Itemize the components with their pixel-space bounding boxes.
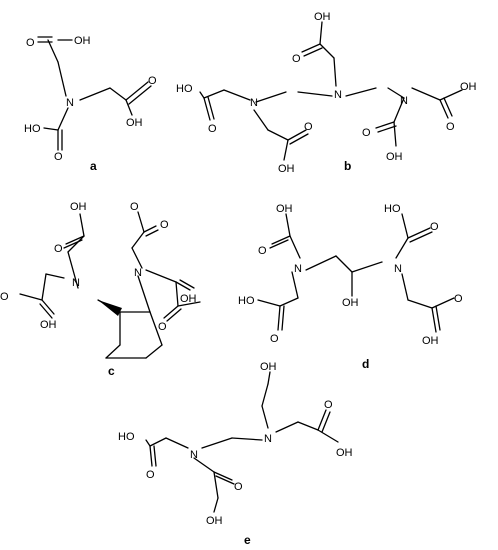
atom-o: O xyxy=(146,469,155,481)
atom-oh: OH xyxy=(386,151,403,163)
atom-o: O xyxy=(258,245,267,257)
structure-e: N N OH HO O O OH O OH e xyxy=(118,361,353,547)
atom-o: O xyxy=(362,127,371,139)
atom-o: O xyxy=(26,37,35,49)
atom-oh: OH xyxy=(180,293,197,305)
atom-n: N xyxy=(294,263,302,275)
atom-ho: HO xyxy=(238,295,255,307)
atom-oh: OH xyxy=(336,447,353,459)
structure-label-c: c xyxy=(108,364,115,378)
atom-o: O xyxy=(446,121,455,133)
atom-n: N xyxy=(394,263,402,275)
atom-oh: OH xyxy=(278,163,295,175)
atom-oh: OH xyxy=(126,117,143,129)
atom-o: O xyxy=(54,243,63,255)
atom-oh: OH xyxy=(70,201,87,213)
atom-o: O xyxy=(270,333,279,345)
atom-oh: OH xyxy=(460,81,477,93)
atom-o: O xyxy=(130,201,139,213)
atom-n: N xyxy=(264,433,272,445)
structure-label-b: b xyxy=(344,159,351,173)
structure-c: N N OH O O O O OH OH O c xyxy=(0,201,201,378)
atom-n: N xyxy=(250,97,258,109)
structure-label-d: d xyxy=(362,357,369,371)
atom-n: N xyxy=(72,277,80,289)
atom-n: N xyxy=(190,449,198,461)
structure-d: N N OH OH O HO O HO O O OH d xyxy=(238,203,463,371)
structure-b: N N N OH O HO O O OH OH O O OH b xyxy=(176,11,477,175)
atom-oh: OH xyxy=(206,515,223,527)
atom-ho: HO xyxy=(384,203,401,215)
atom-ho: HO xyxy=(176,83,193,95)
atom-oh: OH xyxy=(276,203,293,215)
atom-o: O xyxy=(234,481,243,493)
atom-o: O xyxy=(148,75,157,87)
atom-ho: HO xyxy=(24,123,41,135)
atom-o: O xyxy=(292,53,301,65)
atom-o: O xyxy=(54,151,63,163)
atom-oh: OH xyxy=(74,35,91,47)
atom-ho: HO xyxy=(118,431,135,443)
atom-oh: OH xyxy=(260,361,277,373)
structure-label-a: a xyxy=(90,159,97,173)
atom-oh: OH xyxy=(342,297,359,309)
atom-oh: OH xyxy=(422,335,439,347)
structure-a: N O OH O OH HO O a xyxy=(24,35,157,173)
atom-o: O xyxy=(454,293,463,305)
atom-oh: OH xyxy=(314,11,331,23)
atom-o: O xyxy=(430,221,439,233)
atom-n: N xyxy=(66,97,74,109)
atom-o: O xyxy=(0,291,9,303)
atom-o: O xyxy=(160,219,169,231)
atom-o: O xyxy=(208,123,217,135)
atom-oh: OH xyxy=(40,319,57,331)
atom-n: N xyxy=(134,267,142,279)
atom-o: O xyxy=(158,321,167,333)
atom-o: O xyxy=(324,399,333,411)
atom-n: N xyxy=(400,95,408,107)
structure-label-e: e xyxy=(244,533,251,547)
atom-n: N xyxy=(334,89,342,101)
atom-o: O xyxy=(304,121,313,133)
wedge-bond xyxy=(98,300,122,316)
